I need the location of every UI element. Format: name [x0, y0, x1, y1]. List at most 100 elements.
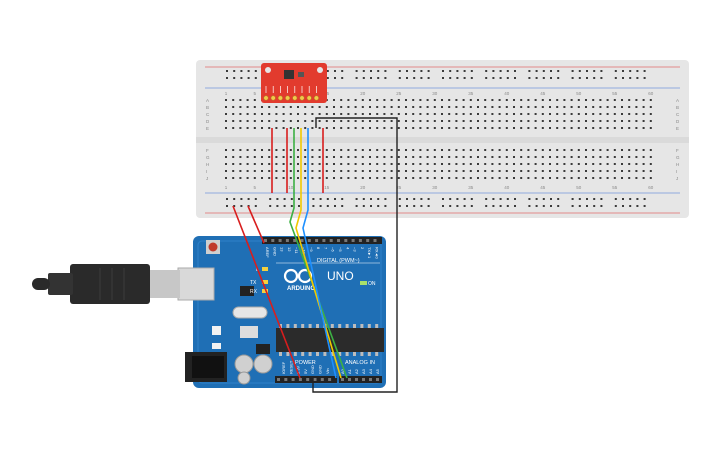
rail-hole [506, 205, 509, 207]
breadboard-hole [505, 120, 508, 122]
breadboard-hole [383, 127, 386, 129]
digital-header-hole [329, 239, 333, 242]
led-tx [262, 280, 268, 284]
rail-hole [499, 70, 502, 72]
digital-pin-label: ~9 [309, 247, 314, 252]
breadboard-hole [347, 120, 350, 122]
breadboard-hole [541, 149, 544, 151]
breadboard-hole [383, 156, 386, 158]
breadboard-hole [455, 149, 458, 151]
rail-hole [442, 198, 444, 200]
row-letter: H [676, 162, 679, 167]
breadboard-hole [225, 177, 227, 179]
rail-hole [463, 70, 466, 72]
column-number: 1 [225, 185, 228, 190]
breadboard-hole [289, 149, 292, 151]
breadboard-hole [433, 156, 436, 158]
breadboard-hole [433, 113, 436, 115]
breadboard-hole [354, 120, 357, 122]
breadboard-hole [433, 177, 436, 179]
breadboard-hole [412, 149, 415, 151]
digital-pin-label: ~5 [338, 247, 343, 252]
row-letter: D [206, 119, 210, 124]
column-number: 45 [540, 185, 546, 190]
breadboard-hole [441, 149, 443, 151]
breadboard-hole [261, 177, 263, 179]
breadboard-hole [318, 113, 321, 115]
rail-hole [276, 205, 279, 207]
breadboard-hole [455, 163, 458, 165]
breadboard-hole [448, 120, 451, 122]
breadboard-hole [426, 149, 429, 151]
sensor-pin [313, 95, 319, 101]
breadboard-labels: 1155101015152020252530303535404045455050… [206, 91, 680, 190]
breadboard-hole [585, 149, 587, 151]
breadboard-hole [527, 99, 530, 101]
rail-hole [643, 205, 646, 207]
breadboard-hole [469, 99, 472, 101]
row-letter: G [676, 155, 680, 160]
analog-label: ANALOG IN [345, 360, 375, 366]
row-letter: A [206, 98, 209, 103]
breadboard-hole [606, 149, 609, 151]
digital-header-hole [271, 239, 275, 242]
breadboard-hole [484, 156, 487, 158]
rail-hole [427, 77, 430, 79]
breadboard-hole [232, 99, 235, 101]
breadboard-hole [311, 113, 314, 115]
breadboard-hole [289, 120, 292, 122]
arduino-uno-board: L TX RX ON ARDUINO UNO DIGITAL (PWM~) AR… [32, 236, 386, 388]
breadboard-hole [613, 149, 616, 151]
breadboard-hole [397, 177, 400, 179]
breadboard-hole [585, 177, 587, 179]
breadboard-hole [585, 120, 587, 122]
breadboard-hole [621, 177, 623, 179]
breadboard-hole [556, 177, 559, 179]
rail-hole [233, 198, 236, 200]
rail-hole [449, 77, 452, 79]
column-number: 30 [432, 91, 438, 96]
breadboard-hole [311, 149, 314, 151]
breadboard-hole [563, 149, 566, 151]
breadboard-hole [491, 170, 494, 172]
breadboard-hole [340, 177, 343, 179]
breadboard-hole [642, 170, 645, 172]
power-pin-label: GND [318, 365, 323, 374]
breadboard-hole [426, 177, 429, 179]
rail-hole [456, 205, 459, 207]
breadboard-hole [304, 177, 307, 179]
breadboard-hole [477, 149, 479, 151]
chip-pin [301, 352, 305, 356]
rail-hole [442, 205, 444, 207]
breadboard-hole [433, 170, 436, 172]
breadboard-hole [347, 99, 350, 101]
breadboard-hole [577, 163, 580, 165]
breadboard-hole [577, 127, 580, 129]
breadboard-hole [628, 120, 631, 122]
rail-hole [254, 70, 257, 72]
analog-header [339, 376, 382, 383]
breadboard-hole [246, 177, 249, 179]
rail-hole [269, 198, 272, 200]
rail-hole [514, 70, 516, 72]
label-tx: TX [250, 280, 257, 286]
breadboard-hole [563, 120, 566, 122]
rail-hole [643, 77, 646, 79]
breadboard-hole [577, 106, 580, 108]
breadboard-hole [556, 106, 559, 108]
breadboard-hole [369, 120, 371, 122]
breadboard-hole [426, 113, 429, 115]
breadboard-hole [556, 127, 559, 129]
breadboard-hole [376, 149, 379, 151]
breadboard-hole [606, 127, 609, 129]
rail-hole [614, 77, 617, 79]
power-header-hole [284, 378, 288, 381]
breadboard-hole [232, 149, 235, 151]
breadboard-hole [469, 156, 472, 158]
breadboard-hole [448, 156, 451, 158]
breadboard-hole [585, 156, 587, 158]
breadboard-hole [405, 156, 407, 158]
breadboard-hole [469, 177, 472, 179]
breadboard-hole [513, 106, 515, 108]
breadboard-hole [390, 177, 393, 179]
